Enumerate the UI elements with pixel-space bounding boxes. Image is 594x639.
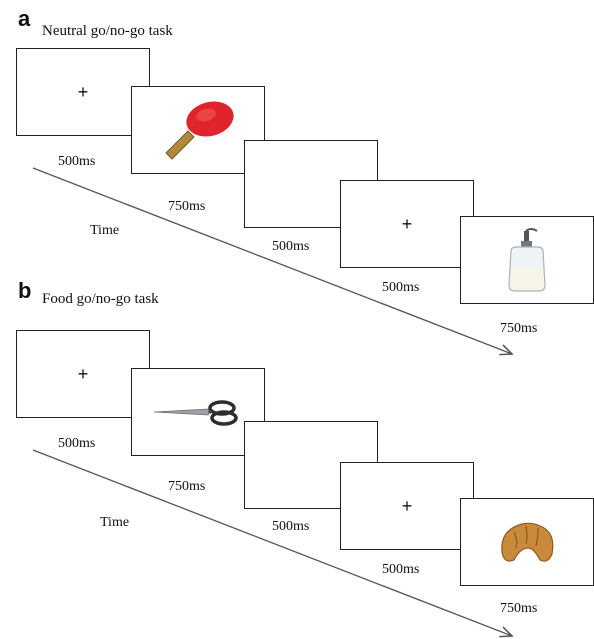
fixation-cross: + [77, 364, 89, 384]
panel-a-duration-1: 500ms [58, 154, 96, 169]
panel-b-frame-2-stimulus [131, 368, 265, 456]
soap-dispenser-icon [508, 228, 546, 292]
panel-b-frame-5-stimulus [460, 498, 594, 586]
panel-a-frame-5-stimulus [460, 216, 594, 304]
panel-b-duration-1: 500ms [58, 436, 96, 451]
panel-a-time-label: Time [90, 223, 120, 238]
panel-a-duration-2: 750ms [168, 199, 206, 214]
fixation-cross: + [401, 214, 413, 234]
scissors-icon [153, 400, 238, 426]
panel-b-title: Food go/no-go task [42, 291, 159, 307]
fixation-cross: + [401, 496, 413, 516]
panel-b-duration-2: 750ms [168, 479, 206, 494]
panel-b-time-label: Time [100, 515, 130, 530]
panel-b-frame-1-fixation: + [16, 330, 150, 418]
panel-b-duration-3: 500ms [272, 519, 310, 534]
panel-a-duration-4: 500ms [382, 280, 420, 295]
panel-a-duration-5: 750ms [500, 321, 538, 336]
panel-b-letter: b [18, 278, 32, 303]
panel-a-duration-3: 500ms [272, 239, 310, 254]
panel-a-frame-4-fixation: + [340, 180, 474, 268]
croissant-icon [501, 522, 554, 562]
fixation-cross: + [77, 82, 89, 102]
panel-b-frame-4-fixation: + [340, 462, 474, 550]
panel-b-duration-5: 750ms [500, 601, 538, 616]
panel-a-letter: a [18, 6, 31, 31]
time-arrow-b [32, 449, 512, 636]
time-arrow-a [32, 167, 512, 354]
ping-pong-paddle-icon [165, 101, 234, 160]
panel-a-frame-2-stimulus [131, 86, 265, 174]
panel-a-frame-1-fixation: + [16, 48, 150, 136]
panel-b-duration-4: 500ms [382, 562, 420, 577]
panel-a-title: Neutral go/no-go task [42, 23, 173, 39]
